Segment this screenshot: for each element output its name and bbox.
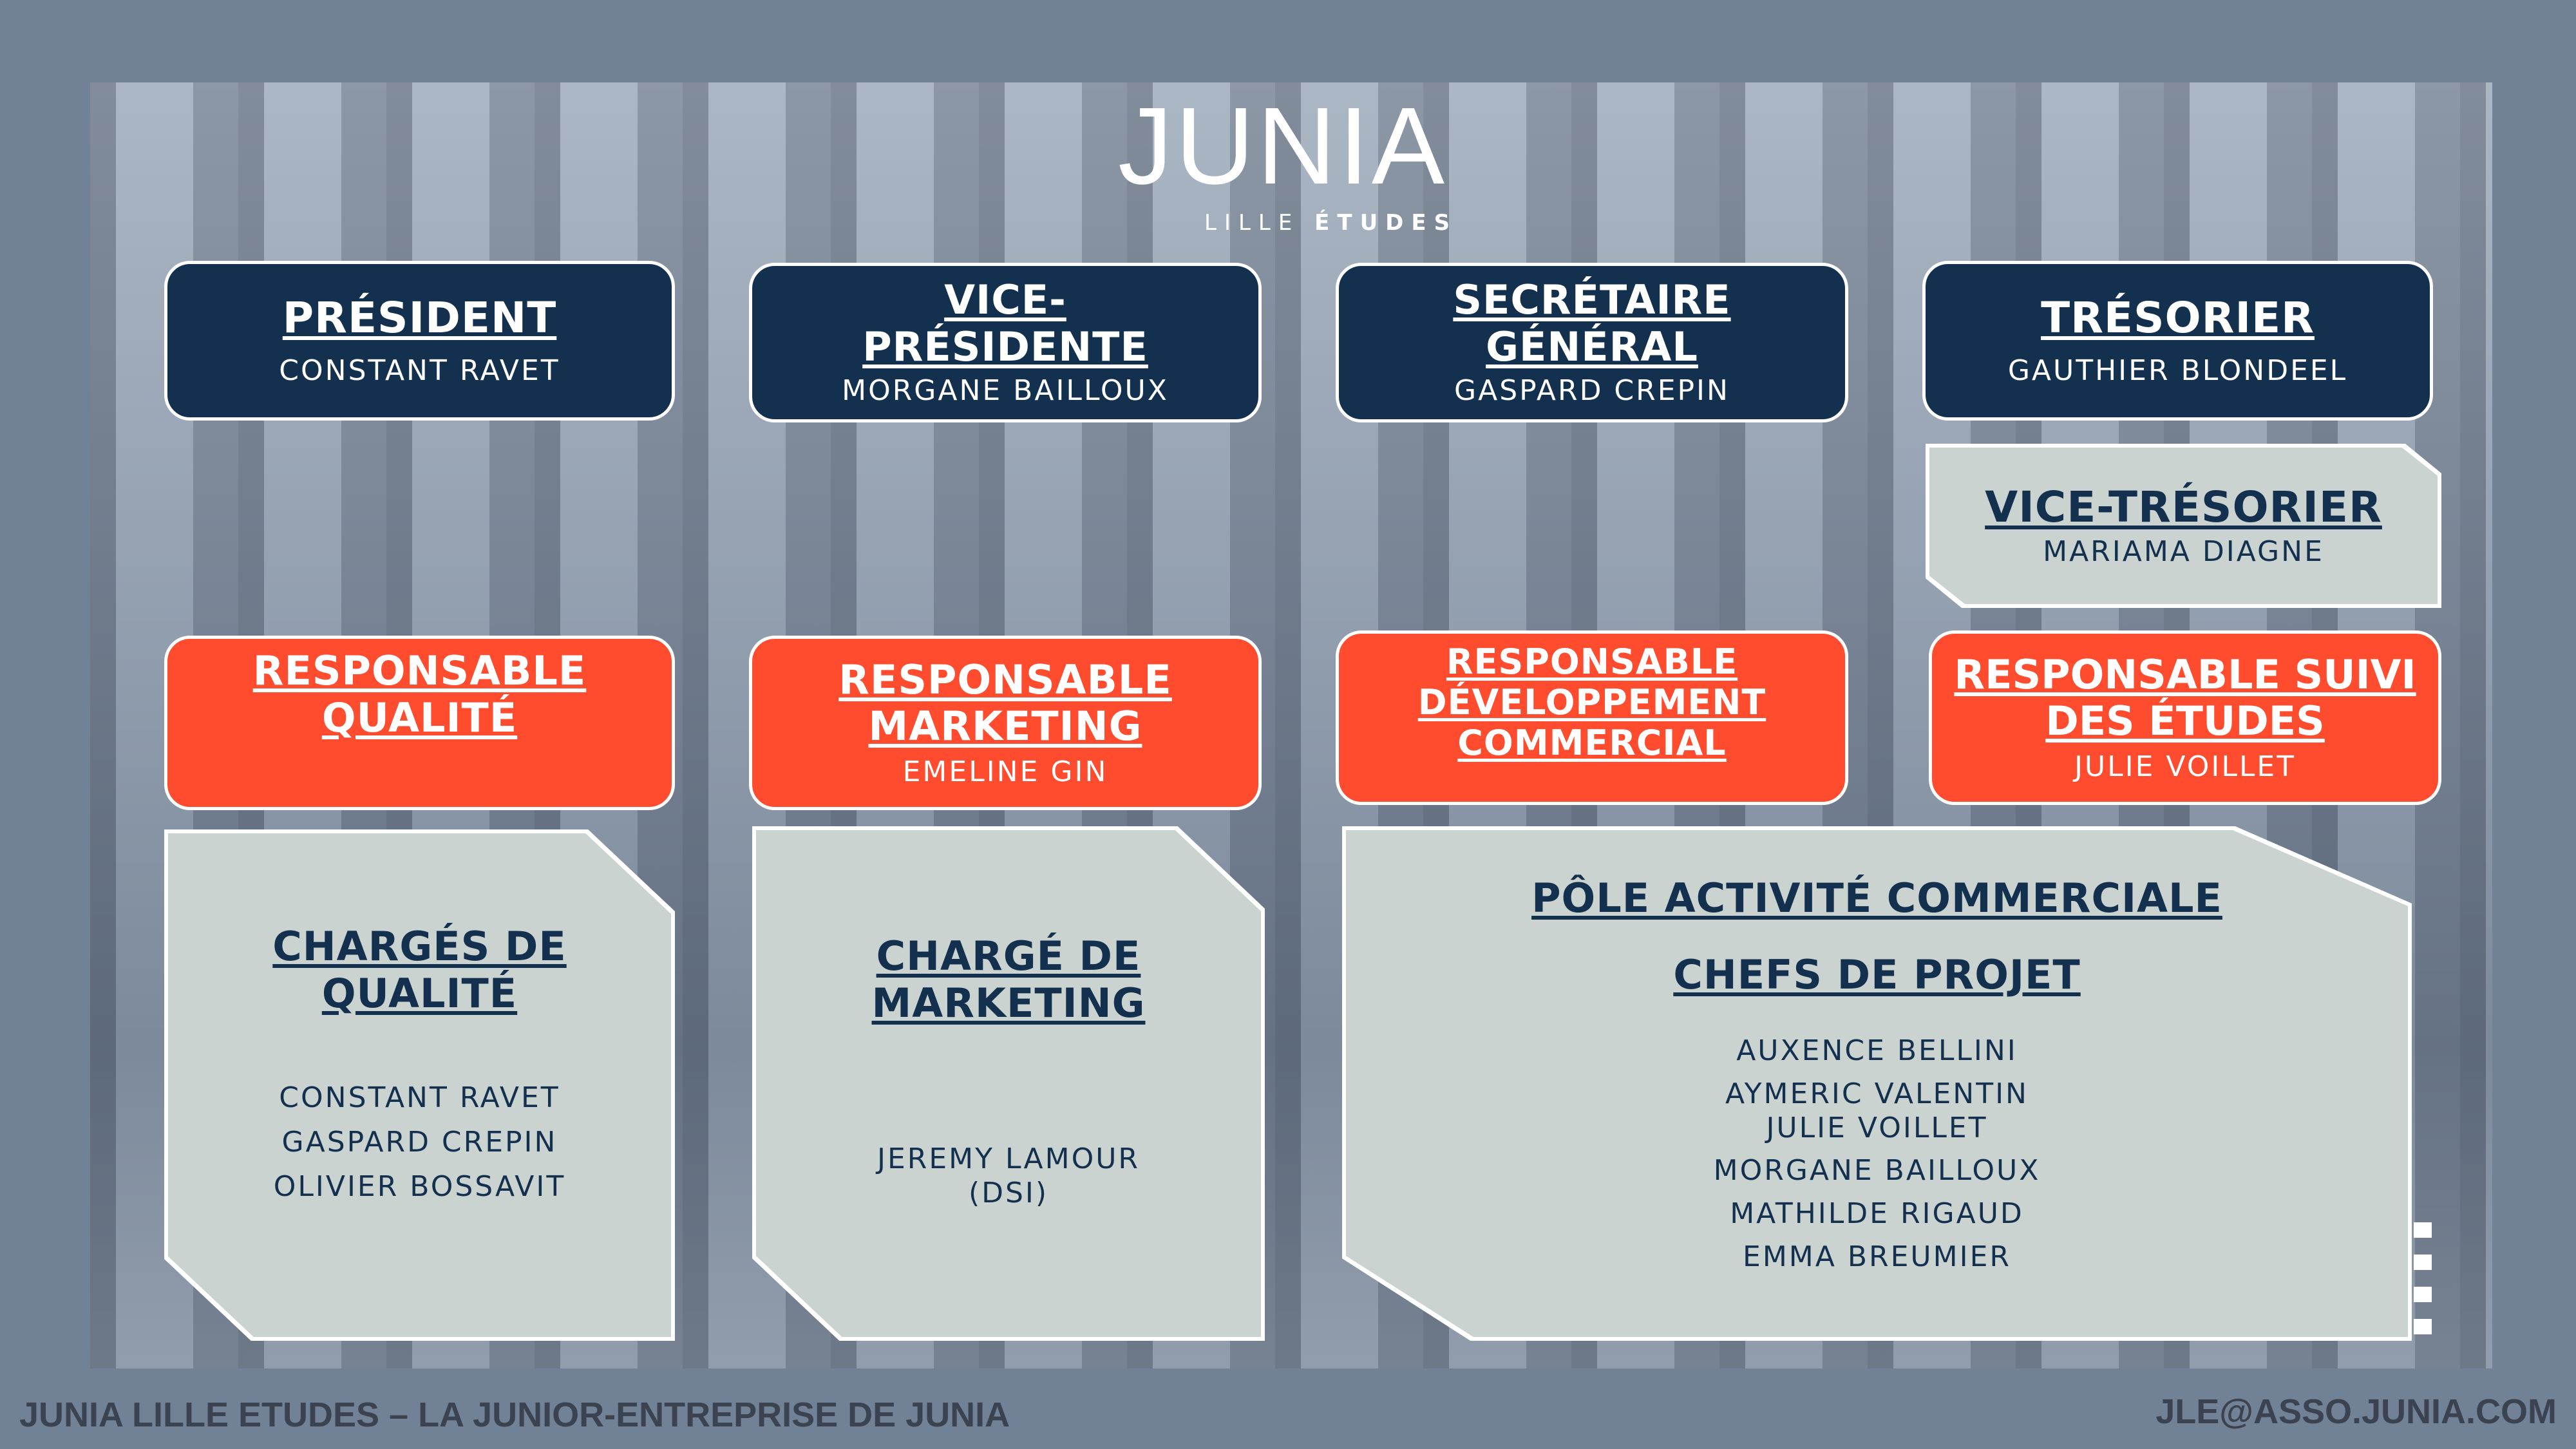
- logo-subtitle: LILLE ÉTUDES: [1108, 210, 1457, 236]
- person-name: JULIE VOILLET: [2074, 750, 2297, 783]
- member-list: AUXENCE BELLINI AYMERIC VALENTIN JULIE V…: [1714, 1034, 2041, 1274]
- person-name: GASPARD CREPIN: [1454, 374, 1730, 408]
- member-name: JEREMY LAMOUR (DSI): [877, 1142, 1140, 1209]
- member-list: CONSTANT RAVET GASPARD CREPIN OLIVIER BO…: [274, 1081, 566, 1214]
- role-title: TRÉSORIER: [2041, 292, 2315, 343]
- logo-sub-bold: ÉTUDES: [1314, 209, 1458, 236]
- responsable-marketing-card: RESPONSABLE MARKETING EMELINE GIN: [749, 636, 1262, 810]
- role-title: SECRÉTAIRE GÉNÉRAL: [1453, 276, 1731, 370]
- member-name: EMMA BREUMIER: [1743, 1240, 2011, 1274]
- pole-commercial-card: PÔLE ACTIVITÉ COMMERCIALE CHEFS DE PROJE…: [1342, 826, 2412, 1341]
- decorative-ticks: [2414, 1222, 2432, 1351]
- member-name: OLIVIER BOSSAVIT: [273, 1170, 566, 1203]
- secretaire-card: SECRÉTAIRE GÉNÉRAL GASPARD CREPIN: [1336, 263, 1848, 422]
- charge-marketing-card: CHARGÉ DE MARKETING JEREMY LAMOUR (DSI): [752, 826, 1265, 1341]
- role-title: RESPONSABLE SUIVI DES ÉTUDES: [1954, 650, 2416, 745]
- member-list: JEREMY LAMOUR (DSI): [833, 1142, 1184, 1221]
- role-title: VICE-TRÉSORIER: [1985, 482, 2382, 533]
- role-title: RESPONSABLE QUALITÉ: [252, 647, 587, 741]
- person-name: GAUTHIER BLONDEEL: [2007, 354, 2348, 388]
- footer-tagline: JUNIA LILLE ETUDES – LA JUNIOR-ENTREPRIS…: [19, 1396, 1010, 1434]
- person-name: CONSTANT RAVET: [279, 354, 560, 388]
- member-name: AYMERIC VALENTIN: [1725, 1077, 2029, 1110]
- person-name: MORGANE BAILLOUX: [842, 374, 1169, 408]
- member-name: GASPARD CREPIN: [281, 1125, 558, 1159]
- member-name: AUXENCE BELLINI: [1736, 1034, 2018, 1068]
- person-name: EMELINE GIN: [902, 755, 1108, 788]
- president-card: PRÉSIDENT CONSTANT RAVET: [164, 261, 675, 421]
- responsable-dev-commercial-card: RESPONSABLE DÉVELOPPEMENT COMMERCIAL: [1336, 630, 1848, 805]
- role-title: VICE-PRÉSIDENTE: [862, 276, 1148, 370]
- logo-sub-light: LILLE: [1204, 209, 1300, 236]
- responsable-suivi-etudes-card: RESPONSABLE SUIVI DES ÉTUDES JULIE VOILLE…: [1929, 630, 2441, 805]
- section-title: CHARGÉS DE QUALITÉ: [272, 923, 567, 1017]
- footer-email[interactable]: JLE@ASSO.JUNIA.COM: [2155, 1392, 2557, 1431]
- charges-qualite-card: CHARGÉS DE QUALITÉ CONSTANT RAVET GASPAR…: [164, 829, 675, 1341]
- role-title: PRÉSIDENT: [282, 292, 557, 343]
- person-name: MARIAMA DIAGNE: [2043, 535, 2324, 568]
- section-title: PÔLE ACTIVITÉ COMMERCIALE: [1531, 875, 2222, 922]
- section-title: CHARGÉ DE MARKETING: [871, 933, 1146, 1027]
- logo-brand: JUNIA: [1117, 85, 1448, 207]
- vice-presidente-card: VICE-PRÉSIDENTE MORGANE BAILLOUX: [749, 263, 1262, 422]
- junia-logo: JUNIA LILLE ÉTUDES: [1108, 84, 1457, 236]
- member-name: CONSTANT RAVET: [279, 1081, 560, 1115]
- member-name: JULIE VOILLET: [1766, 1111, 1988, 1144]
- tresorier-card: TRÉSORIER GAUTHIER BLONDEEL: [1922, 261, 2433, 421]
- member-name: MORGANE BAILLOUX: [1713, 1154, 2041, 1188]
- role-title: RESPONSABLE MARKETING: [838, 656, 1172, 750]
- section-subtitle: CHEFS DE PROJET: [1673, 951, 2081, 998]
- responsable-qualite-card: RESPONSABLE QUALITÉ: [164, 636, 675, 810]
- member-name: MATHILDE RIGAUD: [1730, 1197, 2024, 1231]
- role-title: RESPONSABLE DÉVELOPPEMENT COMMERCIAL: [1417, 641, 1766, 764]
